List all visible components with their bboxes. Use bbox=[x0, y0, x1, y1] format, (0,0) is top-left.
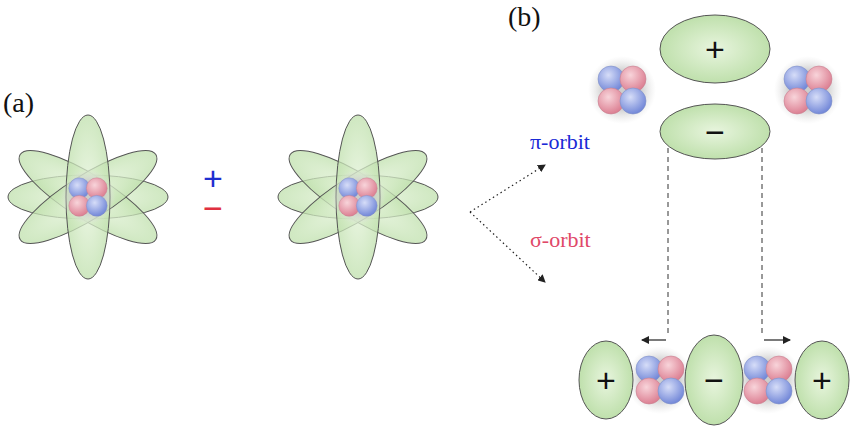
sign-text: − bbox=[704, 363, 724, 397]
alpha-cluster bbox=[734, 346, 802, 414]
orbital-lobe: + bbox=[659, 14, 771, 84]
orbital-lobes bbox=[8, 115, 168, 279]
separation-arrow bbox=[764, 339, 790, 340]
sign-text: + bbox=[812, 363, 832, 397]
dashed-guide bbox=[668, 130, 669, 334]
panel-label: (b) bbox=[508, 2, 541, 33]
alpha-cluster bbox=[331, 170, 385, 224]
sign-text: − bbox=[705, 115, 725, 149]
alpha-cluster bbox=[626, 346, 694, 414]
alpha-cluster bbox=[61, 170, 115, 224]
sign-text: + bbox=[705, 32, 725, 66]
panel-label: (a) bbox=[3, 88, 34, 119]
orbit-label: π-orbit bbox=[530, 130, 590, 154]
orbital-lobe: + bbox=[578, 340, 634, 420]
alpha-cluster bbox=[588, 56, 656, 124]
orbital-lobe: + bbox=[794, 340, 850, 420]
orbital-lobes bbox=[278, 115, 438, 279]
dashed-guide bbox=[762, 130, 763, 334]
dotted-arrow bbox=[470, 165, 545, 212]
minus-sign: − bbox=[203, 190, 223, 227]
orbital-lobe: − bbox=[684, 334, 744, 426]
sign-text: + bbox=[596, 363, 616, 397]
orbit-label: σ-orbit bbox=[530, 228, 591, 252]
orbital-lobe: − bbox=[659, 103, 771, 160]
separation-arrow bbox=[642, 339, 666, 340]
alpha-cluster bbox=[774, 56, 842, 124]
